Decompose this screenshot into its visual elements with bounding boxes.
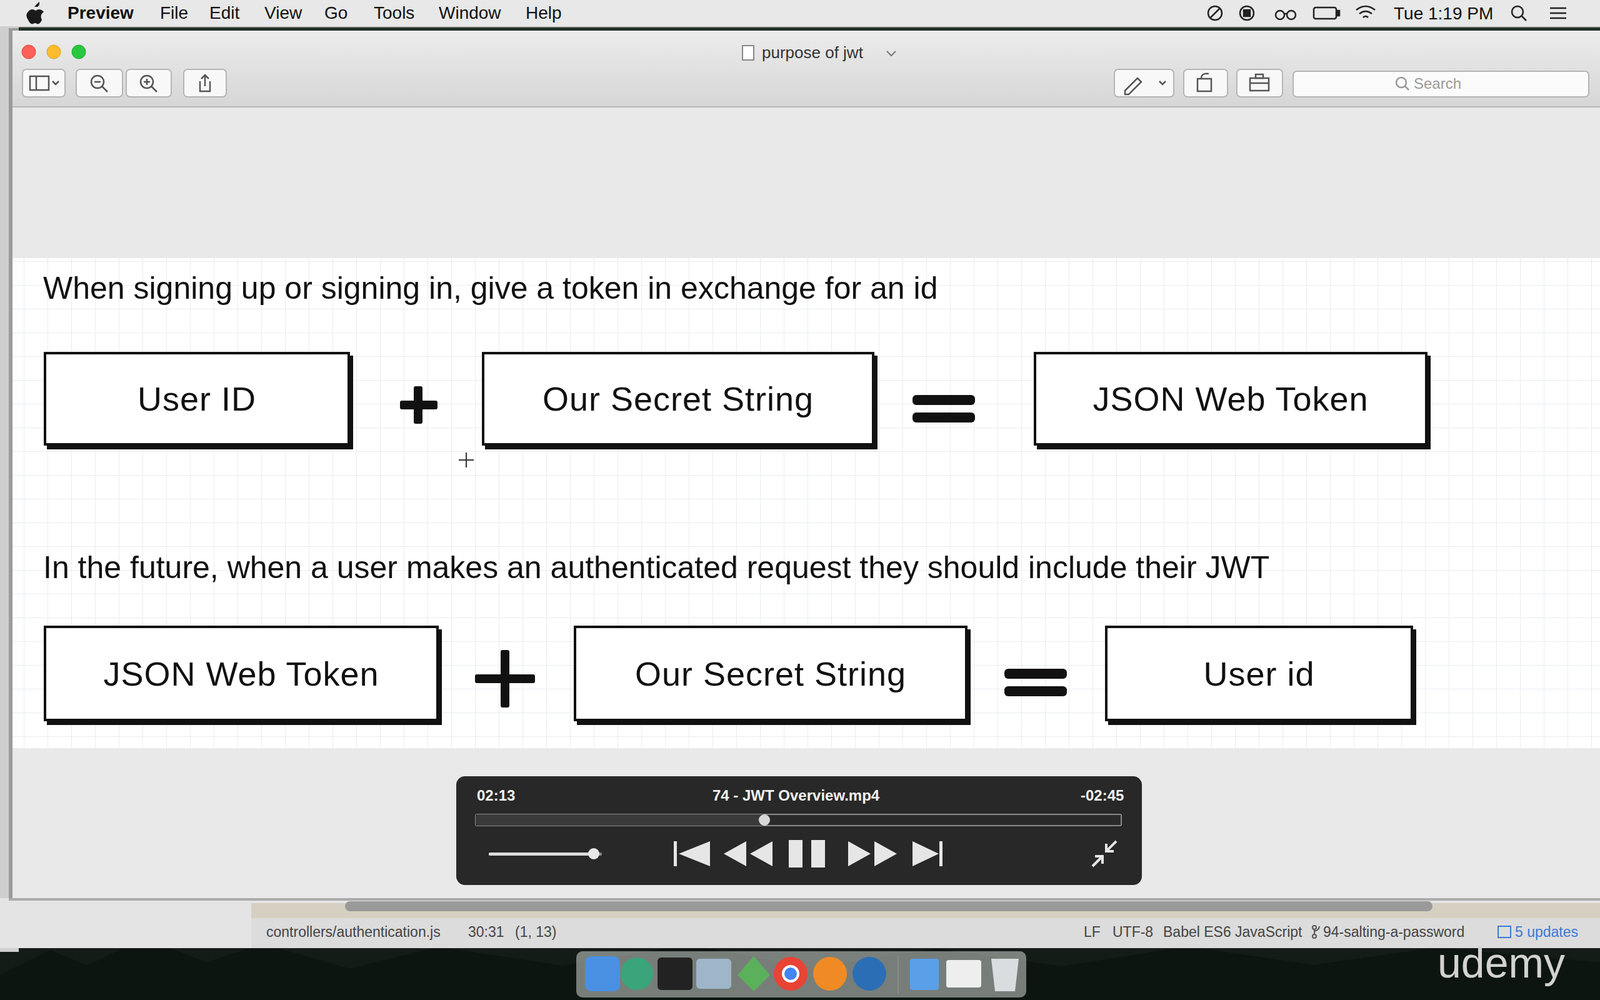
process-box: Our Secret String xyxy=(573,625,968,722)
status-text: controllers/authentication.js xyxy=(266,923,441,940)
menu-item: Tools xyxy=(373,3,415,24)
status-text: (1, 13) xyxy=(515,923,557,940)
menu-item: Edit xyxy=(209,3,240,24)
status-text: UTF-8 xyxy=(1112,923,1154,940)
status-text: 30:31 xyxy=(468,923,505,940)
menubar-clock: Tue 1:19 PM xyxy=(1393,3,1494,24)
box-label: JSON Web Token xyxy=(1092,379,1369,419)
watermark: udemy xyxy=(1437,938,1565,987)
process-box: JSON Web Token xyxy=(43,625,439,722)
status-text: LF xyxy=(1083,923,1101,940)
process-box: User ID xyxy=(43,351,350,446)
menu-item: Help xyxy=(525,3,562,24)
process-box: JSON Web Token xyxy=(1033,351,1428,446)
menu-item: File xyxy=(160,3,189,24)
status-link: 5 updates xyxy=(1515,923,1579,940)
status-text: 94-salting-a-password xyxy=(1323,923,1465,940)
diagram-caption: When signing up or signing in, give a to… xyxy=(43,270,938,307)
process-box: Our Secret String xyxy=(481,351,875,446)
player-filename: 74 - JWT Overview.mp4 xyxy=(712,786,880,805)
menu-item: View xyxy=(264,3,302,24)
diagram-caption: In the future, when a user makes an auth… xyxy=(43,550,1270,587)
player-time: 02:13 xyxy=(476,786,515,805)
search-placeholder: Search xyxy=(1413,75,1462,93)
player-time: -02:45 xyxy=(1080,786,1124,805)
menu-item: Go xyxy=(324,3,348,24)
process-box: User id xyxy=(1105,625,1414,722)
box-label: Our Secret String xyxy=(635,654,907,694)
box-label: User ID xyxy=(137,379,257,419)
box-label: User id xyxy=(1203,654,1315,694)
window-title: purpose of jwt xyxy=(761,43,864,63)
menu-item: Preview xyxy=(67,3,134,24)
box-label: Our Secret String xyxy=(542,379,814,419)
menu-item: Window xyxy=(438,3,502,24)
box-label: JSON Web Token xyxy=(103,654,379,694)
status-text: Babel ES6 JavaScript xyxy=(1163,923,1302,940)
